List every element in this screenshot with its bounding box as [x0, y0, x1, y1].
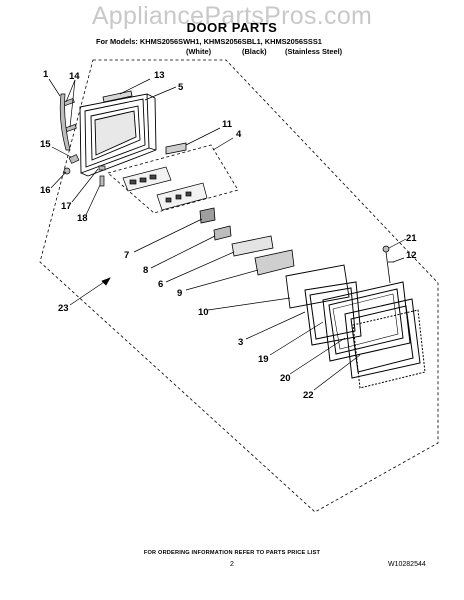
bracket-part	[165, 142, 187, 155]
control-assembly-outline	[107, 144, 239, 214]
variant-black: (Black)	[242, 47, 267, 56]
callout-10: 10	[198, 307, 209, 318]
choke-panel-part	[285, 264, 350, 309]
callout-6: 6	[158, 279, 163, 290]
callout-22: 22	[303, 390, 314, 401]
display-lens-part	[213, 225, 232, 241]
page-title: DOOR PARTS	[186, 20, 278, 35]
screws-part	[63, 154, 106, 187]
door-gasket-part	[352, 309, 426, 389]
callout-20: 20	[280, 373, 291, 384]
models-line: For Models: KHMS2056SWH1, KHMS2056SBL1, …	[96, 37, 322, 46]
label-plate-part	[102, 90, 133, 103]
callout-4: 4	[236, 129, 242, 140]
watermark: AppliancePartsPros.com	[91, 2, 373, 30]
door-glass-part	[322, 281, 411, 362]
callout-18: 18	[77, 213, 88, 224]
callout-12: 12	[406, 250, 417, 261]
callout-3: 3	[238, 337, 243, 348]
keypad-part	[199, 207, 216, 224]
outer-door-frame-part	[344, 298, 421, 379]
callout-21: 21	[406, 233, 417, 244]
variant-white: (White)	[186, 47, 212, 56]
document-id: W10282544	[388, 561, 426, 568]
callout-7: 7	[124, 250, 129, 261]
callout-1: 1	[43, 69, 49, 80]
leader-lines	[48, 78, 407, 391]
door-screw-part	[382, 245, 394, 284]
callout-19: 19	[258, 354, 269, 365]
variant-stainless: (Stainless Steel)	[285, 47, 343, 56]
page-number: 2	[230, 561, 234, 568]
callout-15: 15	[40, 139, 51, 150]
hinge-and-clips-part	[59, 93, 77, 151]
callout-9: 9	[177, 288, 182, 299]
callout-5: 5	[178, 82, 184, 93]
circuit-board-part	[254, 249, 295, 276]
callout-14: 14	[69, 71, 80, 82]
callout-13: 13	[154, 70, 165, 81]
door-frame-part	[79, 93, 157, 177]
callout-16: 16	[40, 185, 51, 196]
control-board-part	[231, 235, 274, 257]
callout-17: 17	[61, 201, 72, 212]
door-choke-part	[304, 281, 362, 346]
callout-11: 11	[222, 119, 233, 130]
callout-23: 23	[58, 303, 69, 314]
callout-8: 8	[143, 265, 148, 276]
control-panel-part	[122, 166, 208, 211]
ordering-info-note: FOR ORDERING INFORMATION REFER TO PARTS …	[143, 550, 321, 556]
assembly-outline	[39, 59, 439, 513]
